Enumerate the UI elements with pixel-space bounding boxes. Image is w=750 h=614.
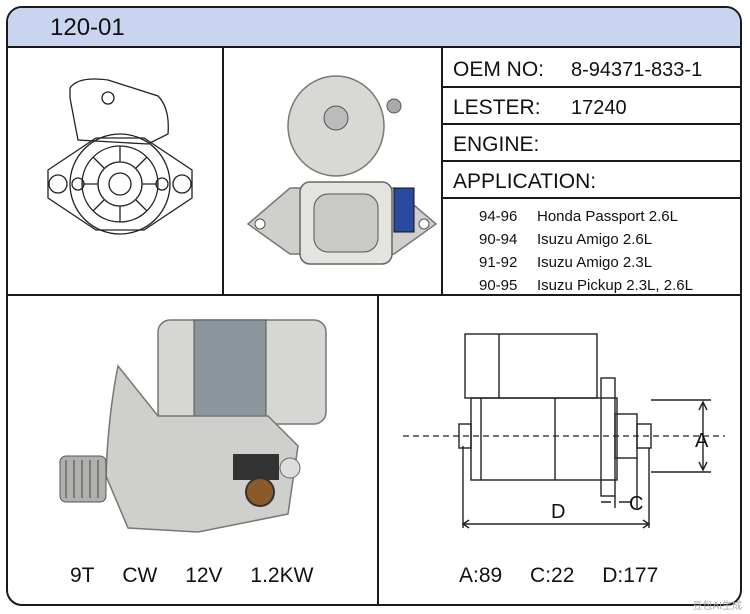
divider	[441, 123, 740, 125]
dimension-drawing: A C D A:89 C:22 D:177	[379, 296, 740, 604]
part-number: 120-01	[50, 14, 125, 41]
spec-table: OEM NO: 8-94371-833-1 LESTER: 17240 ENGI…	[443, 48, 740, 294]
oem-label: OEM NO:	[453, 58, 545, 81]
teeth-value: 9T	[70, 564, 95, 587]
header-bar: 120-01	[8, 8, 740, 48]
voltage-value: 12V	[185, 564, 223, 587]
ratings-line: 9T CW 12V 1.2KW	[70, 564, 335, 588]
watermark: 豆包AI生成	[692, 601, 742, 612]
engine-label: ENGINE:	[453, 133, 540, 156]
spec-sheet: 120-01	[6, 6, 742, 606]
dimension-c-marker: C	[629, 493, 643, 515]
dimension-d-marker: D	[551, 501, 565, 523]
divider	[8, 294, 740, 296]
dimension-a-marker: A	[695, 430, 709, 452]
dimension-a: A:89	[459, 564, 503, 587]
divider	[441, 197, 740, 199]
application-label: APPLICATION:	[453, 170, 597, 193]
dimension-c: C:22	[530, 564, 575, 587]
divider	[222, 48, 224, 296]
divider	[441, 160, 740, 162]
divider	[441, 86, 740, 88]
lester-label: LESTER:	[453, 96, 541, 119]
rotation-value: CW	[122, 564, 158, 587]
side-view-photo: 9T CW 12V 1.2KW	[8, 296, 377, 604]
divider	[441, 48, 443, 296]
starter-front-line-art	[47, 78, 193, 235]
rear-view-photo	[224, 48, 441, 294]
lester-value: 17240	[571, 97, 627, 119]
power-value: 1.2KW	[250, 564, 314, 587]
starter-dimension-line-art: A C D	[403, 333, 725, 529]
oem-value: 8-94371-833-1	[571, 59, 703, 81]
front-view-drawing	[8, 48, 222, 294]
dimension-d: D:177	[602, 564, 659, 587]
starter-side-illustration	[59, 319, 327, 533]
dimensions-line: A:89 C:22 D:177	[459, 564, 680, 588]
starter-rear-illustration	[246, 75, 438, 265]
divider	[377, 294, 379, 604]
